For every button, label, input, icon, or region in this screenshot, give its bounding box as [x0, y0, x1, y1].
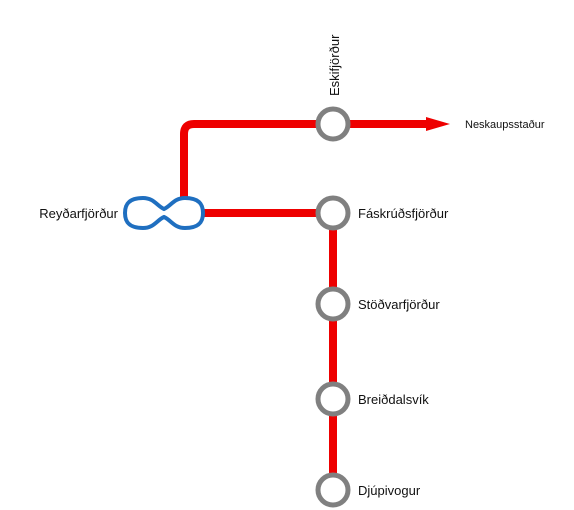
route-lines — [180, 120, 430, 480]
label-reydarfjordur: Reyðarfjörður — [39, 206, 118, 221]
label-faskrudsfjordur: Fáskrúðsfjörður — [358, 206, 449, 221]
interchange-ring-outline — [122, 195, 206, 231]
station-breiddalsvik[interactable] — [315, 381, 351, 417]
station-djupivogur[interactable] — [315, 472, 351, 508]
label-djupivogur: Djúpivogur — [358, 483, 421, 498]
label-neskaupsstadur: Neskaupsstaður — [465, 119, 545, 131]
arrow-to-neskaupsstadur — [426, 117, 450, 131]
label-stodvarfjordur: Stöðvarfjörður — [358, 297, 440, 312]
station-stodvarfjordur[interactable] — [315, 286, 351, 322]
station-eskifjordur[interactable] — [315, 106, 351, 142]
label-eskifjordur: Eskifjörður — [327, 34, 342, 96]
station-faskrudsfjordur[interactable] — [315, 195, 351, 231]
route-reydarfjordur-eskifjordur — [180, 120, 430, 202]
label-breiddalsvik: Breiðdalsvík — [358, 392, 429, 407]
interchange-reydarfjordur[interactable] — [122, 195, 206, 231]
